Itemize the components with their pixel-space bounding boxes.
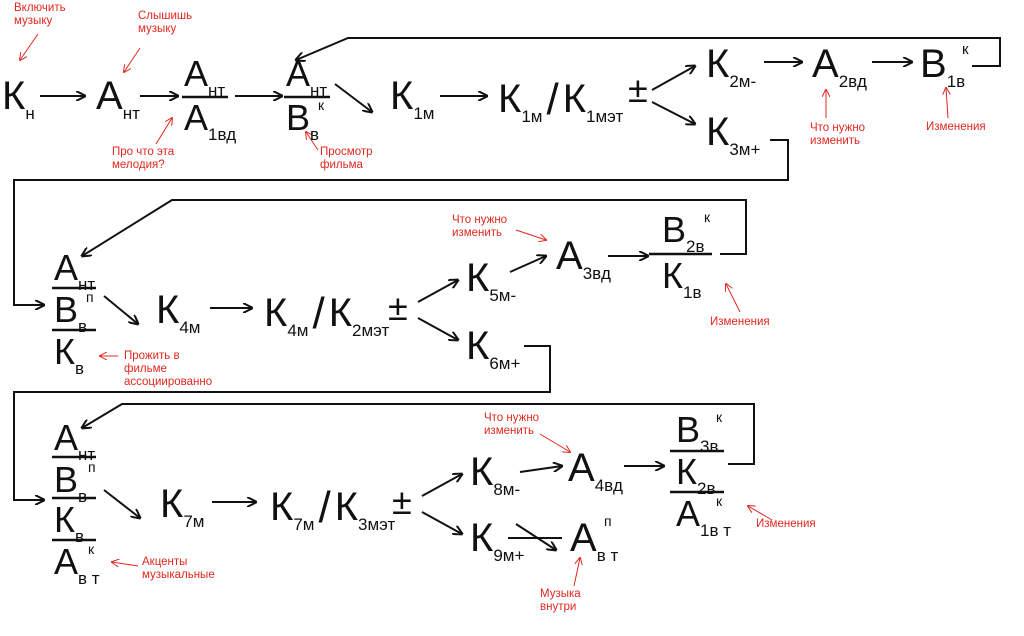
- arrow-diag-k1m: [334, 83, 372, 112]
- symbol-avt: Ав т: [570, 516, 619, 565]
- symbol-k6m: К6м+: [466, 324, 521, 373]
- frac3-top: Ант: [54, 247, 96, 294]
- loop-back-3: [82, 403, 755, 465]
- frac3-sup-p: п: [86, 289, 94, 305]
- fraction1-denominator: А1вд: [184, 97, 237, 144]
- connector-row1-row2: [13, 139, 789, 305]
- symbol-k1m: К1м: [390, 74, 435, 123]
- note-changes-2: Изменения: [710, 316, 770, 328]
- ratio-k4m-k2met: К4м/К2мэт: [264, 289, 390, 340]
- note-changes-1: Изменения: [926, 121, 986, 133]
- b1v-sup-k: к: [962, 41, 969, 58]
- frac6-l2: К2в: [676, 451, 716, 498]
- frac5-sup-k: к: [88, 541, 95, 557]
- arrow-pm-k6m: [417, 317, 458, 340]
- symbol-a2vd: А2вд: [812, 42, 867, 91]
- row3-arrows: [82, 403, 755, 550]
- fraction1-numerator: Ант: [184, 53, 226, 100]
- fraction2-sup-k: к: [318, 97, 325, 113]
- annotation-arrows: [20, 33, 948, 587]
- symbol-ant: Ант: [96, 74, 140, 123]
- arrow-diag-k7m: [103, 489, 140, 518]
- frac5-l4: Ав т: [54, 541, 100, 588]
- symbol-k8m: К8м-: [470, 450, 521, 499]
- arrow-k8m-a4vd: [519, 466, 562, 473]
- symbol-kn: Кн: [2, 74, 35, 123]
- frac3-mid: Вв: [54, 289, 88, 336]
- symbol-k7m: К7м: [160, 482, 205, 531]
- frac5-l1: Ант: [54, 417, 96, 464]
- arrow-k5m-a3vd: [509, 256, 546, 273]
- frac6-l3: А1в т: [676, 493, 732, 540]
- arrow-pm-k5m: [417, 280, 458, 303]
- connector-row2-row3: [13, 345, 551, 500]
- frac4-bottom: К1в: [662, 255, 702, 302]
- symbol-b1v: В1в: [920, 42, 966, 91]
- symbol-k2m: К2м-: [706, 42, 757, 91]
- fraction-bars: [52, 95, 724, 542]
- arrow-pm-k9m: [421, 511, 462, 534]
- fraction2-numerator: Ант: [286, 53, 328, 100]
- frac4-sup-k: к: [704, 209, 711, 225]
- symbol-k5m: К5м-: [466, 256, 517, 305]
- fraction2-denominator: Вв: [286, 97, 320, 144]
- frac5-sup-p: п: [88, 459, 96, 475]
- plus-minus-1: ±: [628, 69, 648, 110]
- symbol-a4vd: А4вд: [568, 446, 623, 495]
- avt-sup-p: п: [604, 513, 612, 529]
- note-changes-3: Изменения: [756, 518, 816, 530]
- row2-arrows: [13, 199, 747, 500]
- symbol-k3m: К3м+: [706, 110, 761, 159]
- row1-arrows: [13, 37, 1001, 305]
- symbol-k9m: К9м+: [470, 516, 525, 565]
- arrow-pm-k2m: [651, 66, 695, 91]
- plus-minus-3: ±: [392, 481, 412, 522]
- symbol-a3vd: А3вд: [556, 234, 611, 283]
- symbol-k4m: К4м: [156, 288, 201, 337]
- ratio-k1m-k1met: К1м/К1мэт: [498, 75, 624, 126]
- loop-back-1: [296, 37, 1001, 67]
- frac6-sup-k2: к: [716, 493, 723, 509]
- plus-minus-2: ±: [388, 287, 408, 328]
- frac5-l2: Вв: [54, 459, 88, 506]
- loop-back-2: [82, 199, 747, 256]
- frac5-l3: Кв: [54, 499, 85, 546]
- ratio-k7m-k3met: К7м/К3мэт: [270, 483, 396, 534]
- arrow-pm-k3m: [651, 101, 695, 124]
- arrow-diag-k4m: [103, 295, 138, 324]
- frac6-sup-k1: к: [716, 409, 723, 425]
- frac4-top: В2в: [662, 209, 705, 256]
- arrow-pm-k8m: [421, 474, 462, 497]
- frac3-bottom: Кв: [54, 331, 85, 378]
- frac6-l1: В3в: [676, 409, 719, 456]
